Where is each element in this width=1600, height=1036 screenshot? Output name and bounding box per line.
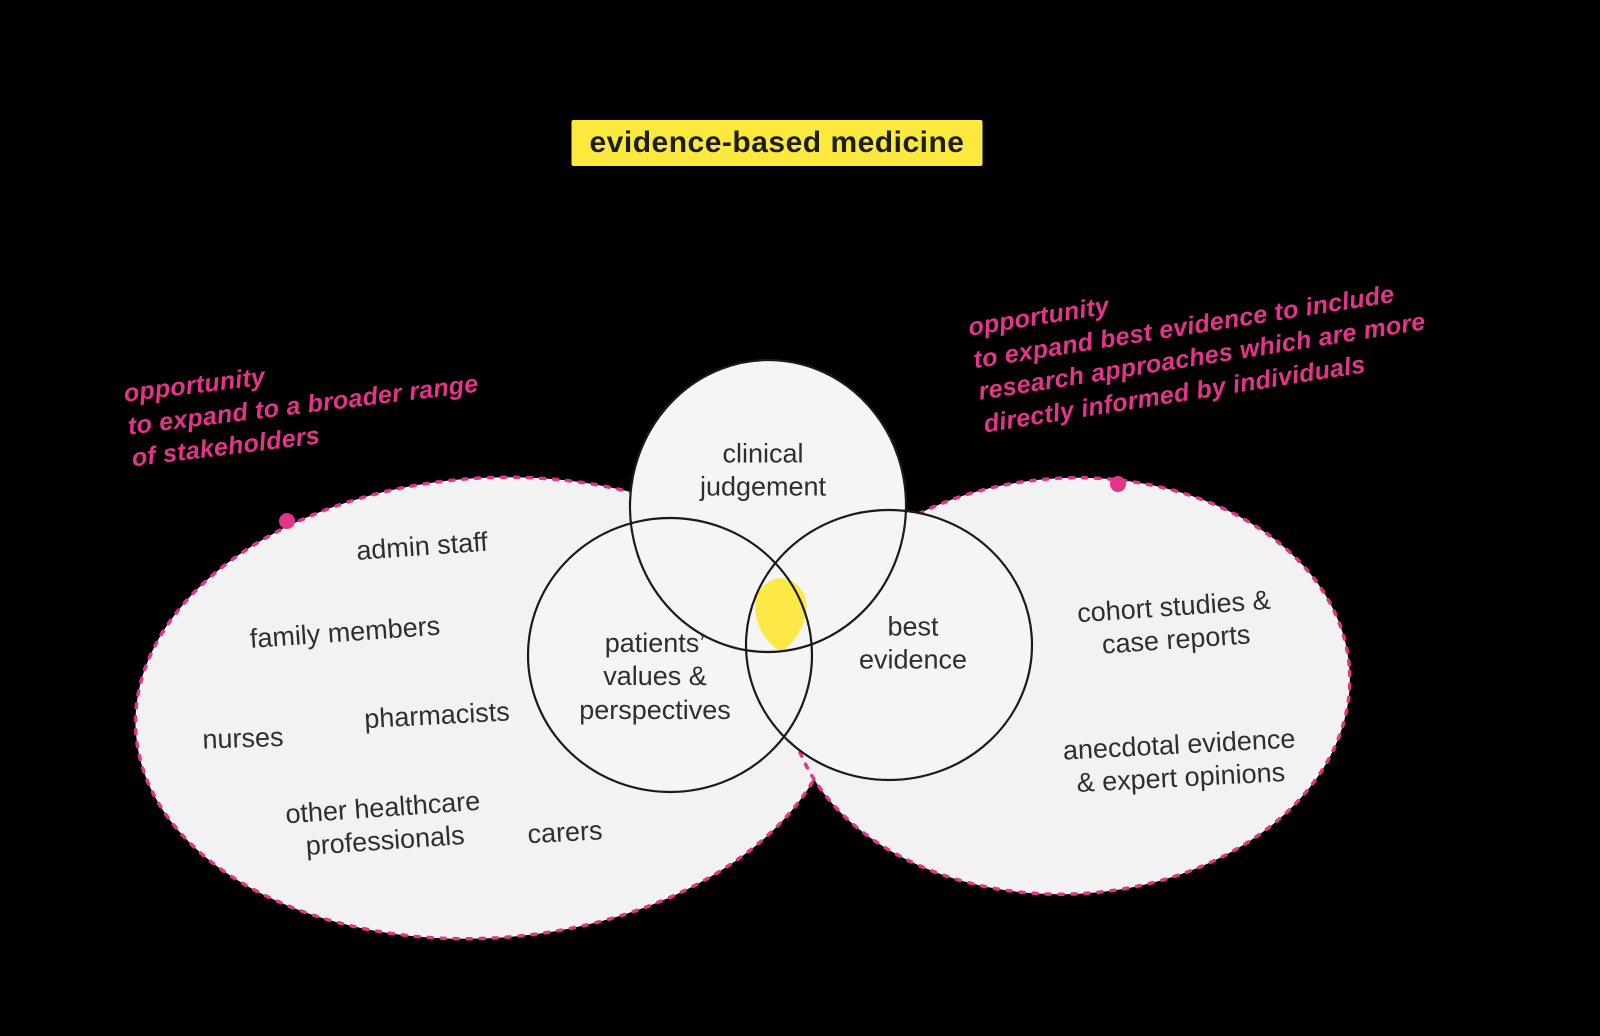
left-connector-dot bbox=[279, 513, 295, 529]
patients-values-circle-outline bbox=[526, 516, 814, 794]
stakeholder-other-healthcare: other healthcare professionals bbox=[284, 785, 482, 862]
best-evidence-circle-outline bbox=[744, 508, 1034, 782]
evidence-anecdotal: anecdotal evidence & expert opinions bbox=[1062, 723, 1297, 799]
page-title: evidence-based medicine bbox=[571, 120, 983, 166]
stakeholder-carers: carers bbox=[526, 815, 604, 850]
best-evidence-label: best evidence bbox=[858, 611, 968, 675]
patients-values-label: patients’ values & perspectives bbox=[579, 627, 731, 725]
best-evidence-circle-fill bbox=[746, 510, 1032, 780]
evidence-cohort-studies: cohort studies & case reports bbox=[1076, 584, 1272, 661]
clinical-judgement-label: clinical judgement bbox=[699, 438, 827, 502]
stakeholder-nurses: nurses bbox=[201, 721, 284, 755]
right-connector-dot bbox=[1110, 476, 1126, 492]
triple-intersection-highlight bbox=[755, 578, 807, 652]
patients-values-circle-fill bbox=[528, 518, 812, 792]
